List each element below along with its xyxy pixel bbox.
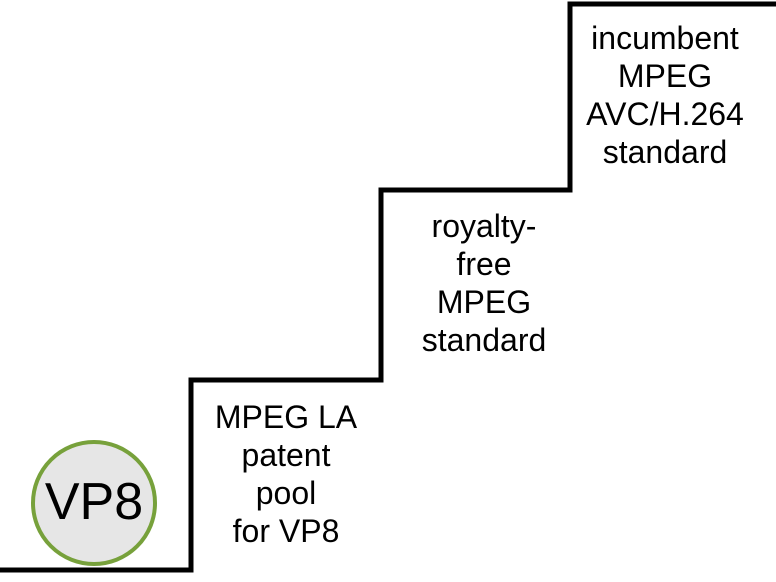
step-1-line-3: pool <box>255 475 317 511</box>
step-1-line-4: for VP8 <box>232 513 340 549</box>
step-1-line-1: MPEG LA <box>214 399 358 435</box>
step-2-line-4: standard <box>421 322 547 358</box>
step-2-line-1: royalty- <box>431 208 537 244</box>
step-2-line-3: MPEG <box>436 284 532 320</box>
step-2-label: royalty- free MPEG standard <box>381 207 587 359</box>
step-1-label: MPEG LA patent pool for VP8 <box>191 398 381 550</box>
step-3-line-1: incumbent <box>591 20 739 56</box>
step-1-line-2: patent <box>241 437 331 473</box>
step-3-line-2: MPEG <box>617 58 713 94</box>
step-3-line-3: AVC/H.264 <box>586 96 744 132</box>
vp8-label: VP8 <box>44 473 144 531</box>
vp8-circle <box>31 440 157 566</box>
step-3-label: incumbent MPEG AVC/H.264 standard <box>570 19 760 171</box>
step-3-line-4: standard <box>602 134 728 170</box>
step-2-line-2: free <box>456 246 512 282</box>
